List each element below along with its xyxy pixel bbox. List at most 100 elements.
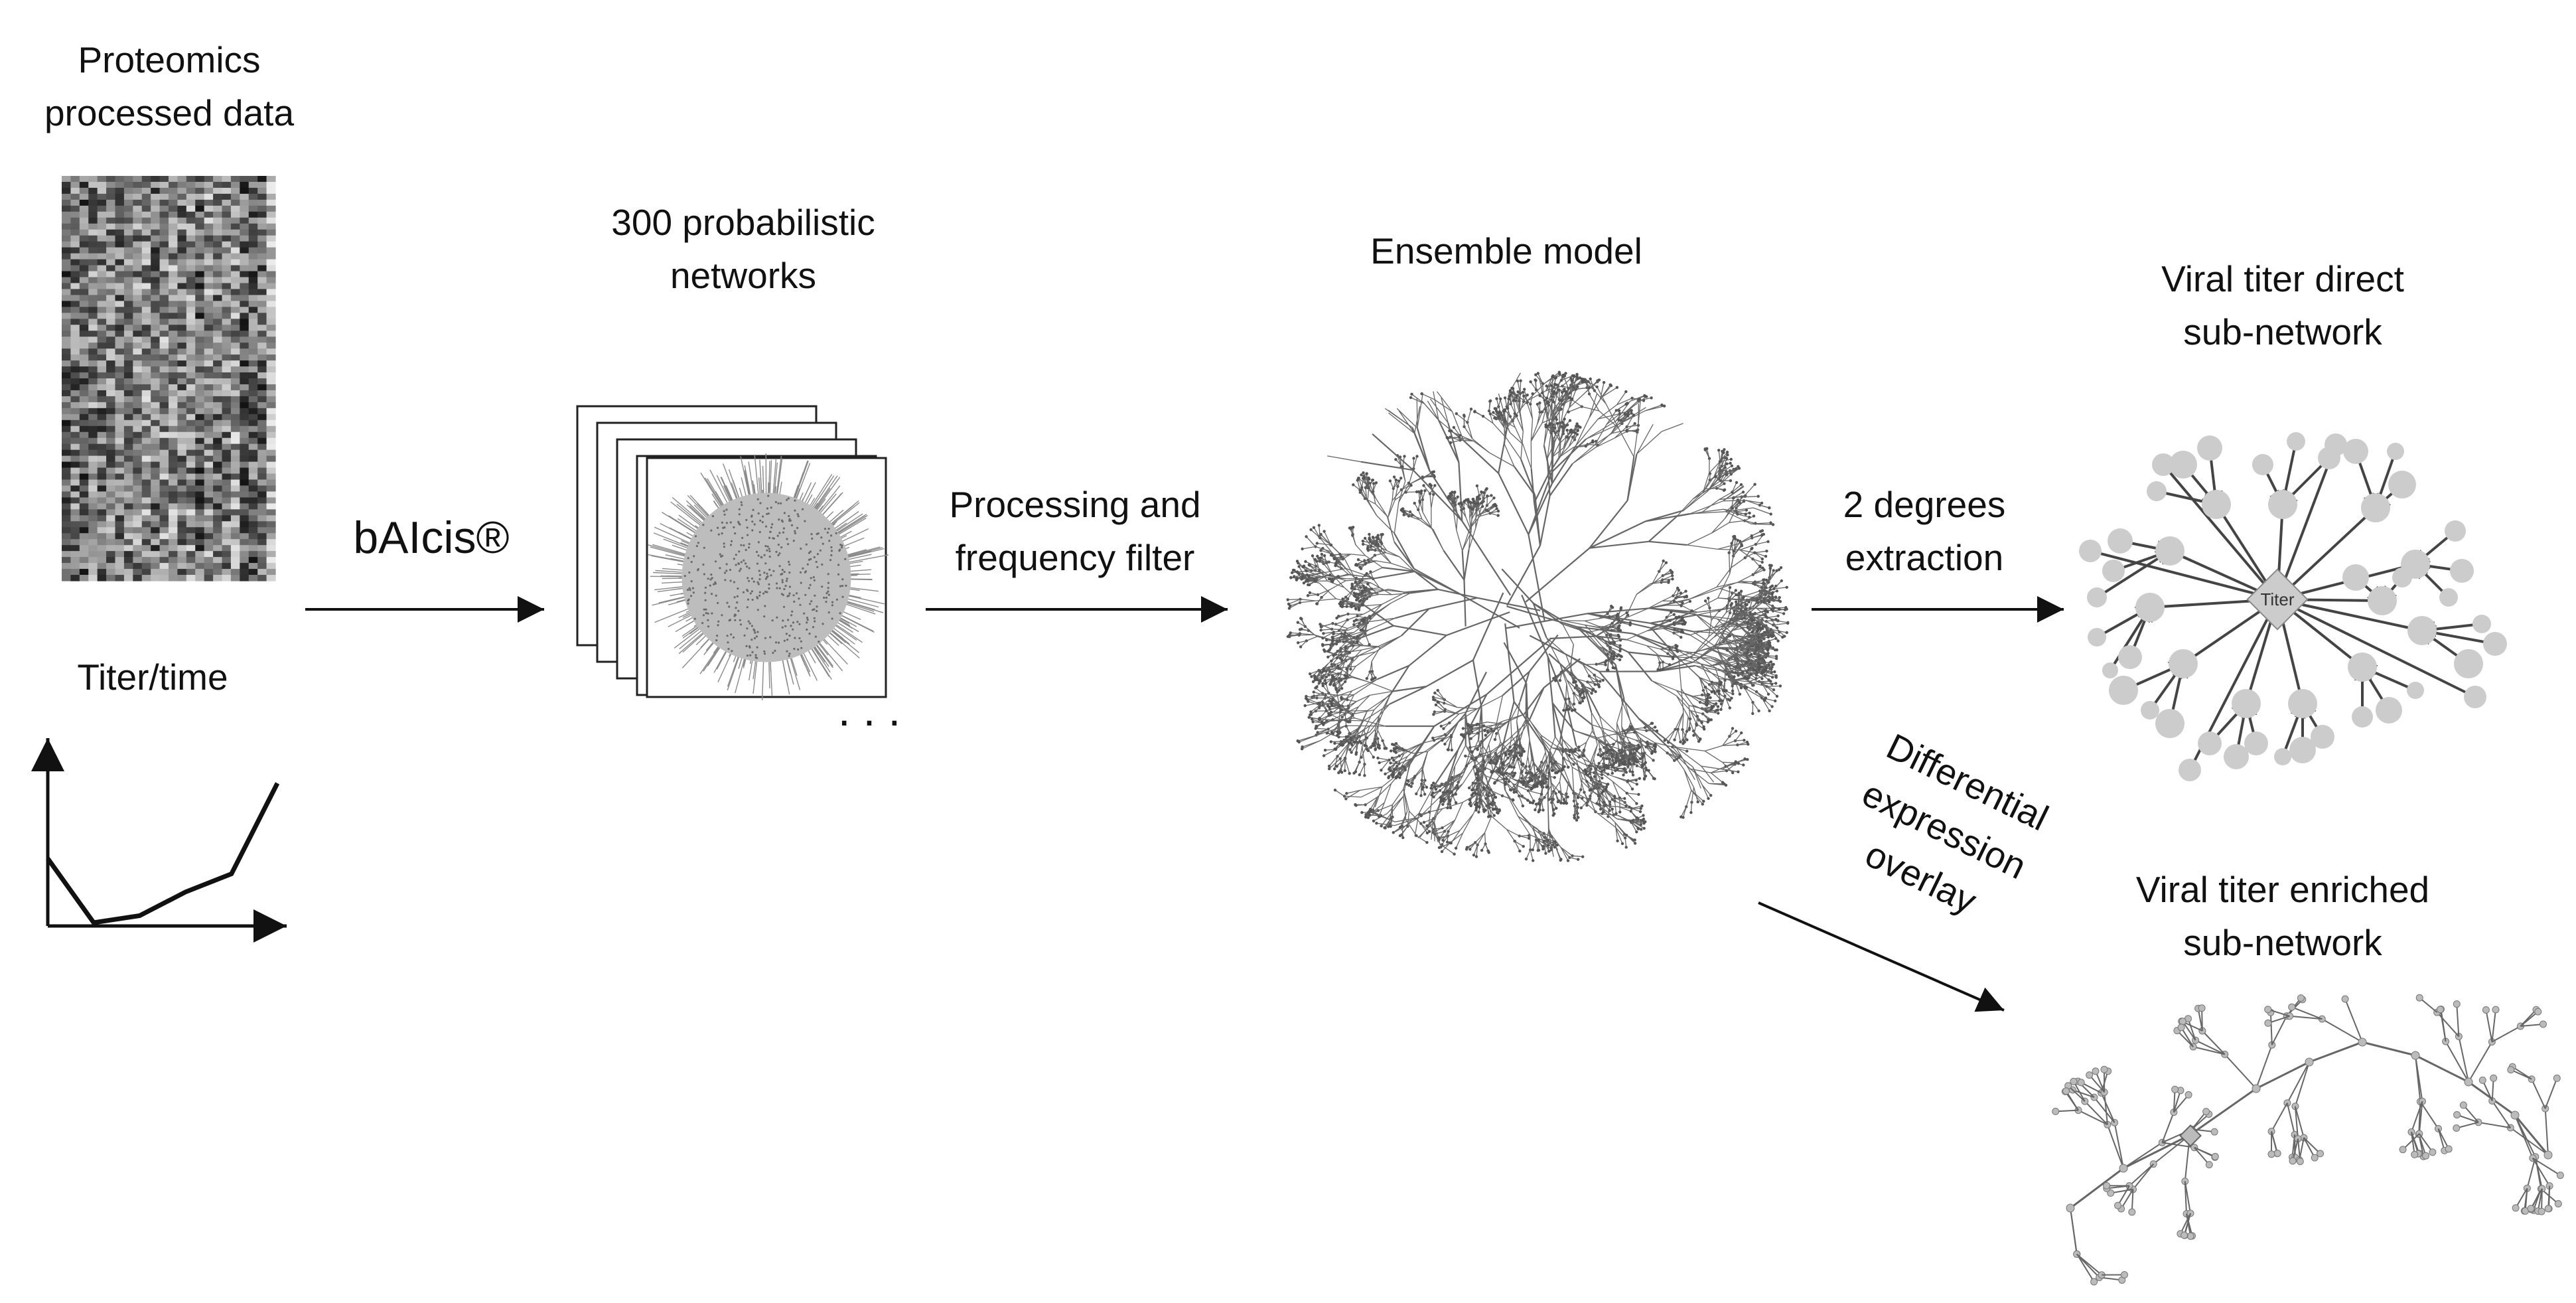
hairball-node: [777, 641, 780, 644]
heatmap-cell: [257, 360, 267, 367]
ensemble-node: [1583, 768, 1587, 772]
hairball-node: [756, 595, 758, 599]
heatmap-cell: [141, 414, 151, 421]
heatmap-cell: [213, 563, 223, 570]
heatmap-cell: [97, 301, 107, 307]
heatmap-cell: [123, 563, 133, 570]
heatmap-cell: [257, 431, 267, 439]
heatmap-cell: [70, 354, 80, 361]
heatmap-cell: [195, 425, 205, 433]
heatmap-cell: [204, 396, 214, 403]
heatmap-cell: [62, 253, 72, 260]
heatmap-cell: [159, 259, 169, 266]
heatmap-cell: [62, 235, 72, 242]
ensemble-node: [1520, 777, 1524, 780]
ensemble-edge: [1735, 670, 1757, 672]
ensemble-node: [1593, 775, 1597, 779]
heatmap-cell: [169, 384, 179, 391]
ensemble-node: [1778, 684, 1782, 688]
ensemble-edge: [1614, 801, 1626, 806]
ensemble-edge: [1676, 746, 1705, 752]
heatmap-cell: [79, 497, 89, 504]
heatmap-cell: [62, 337, 72, 343]
heatmap-cell: [159, 187, 169, 194]
heatmap-cell: [115, 384, 125, 391]
heatmap-cell: [248, 497, 258, 504]
heatmap-cell: [248, 461, 258, 469]
heatmap-cell: [266, 420, 276, 427]
hairball-node: [788, 654, 790, 657]
heatmap-cell: [186, 372, 196, 379]
heatmap-cell: [79, 319, 89, 325]
heatmap-cell: [240, 253, 250, 260]
ensemble-node: [1716, 705, 1720, 708]
heatmap-cell: [177, 289, 187, 296]
heatmap-cell: [151, 176, 161, 183]
hairball-node: [770, 526, 773, 529]
heatmap-cell: [266, 521, 276, 528]
heatmap-cell: [195, 241, 205, 248]
heatmap-cell: [230, 515, 240, 522]
heatmap-cell: [177, 325, 187, 331]
hairball-node: [825, 601, 827, 603]
ensemble-node: [1320, 552, 1324, 556]
ensemble-node: [1731, 692, 1735, 696]
heatmap-cell: [141, 193, 151, 200]
heatmap-cell: [248, 211, 258, 218]
ensemble-node: [1705, 702, 1709, 706]
heatmap-cell: [88, 331, 98, 337]
heatmap-cell: [222, 343, 232, 349]
heatmap-cell: [257, 402, 267, 409]
heatmap-cell: [266, 265, 276, 272]
heatmap-cell: [70, 265, 80, 272]
heatmap-cell: [115, 390, 125, 397]
heatmap-cell: [213, 569, 223, 575]
heatmap-cell: [222, 569, 232, 575]
heatmap-cell: [213, 521, 223, 528]
heatmap-cell: [97, 366, 107, 373]
hairball-node: [768, 587, 770, 590]
heatmap-cell: [62, 301, 72, 307]
ensemble-edge: [1526, 850, 1531, 860]
heatmap-cell: [230, 402, 240, 409]
heatmap-cell: [169, 390, 179, 397]
heatmap-cell: [266, 443, 276, 451]
heatmap-cell: [62, 461, 72, 469]
ensemble-edge: [1629, 761, 1634, 772]
heatmap-cell: [186, 319, 196, 325]
ensemble-node: [1376, 534, 1380, 537]
ensemble-edge: [1593, 744, 1598, 759]
hairball-node: [767, 495, 770, 497]
heatmap-cell: [115, 431, 125, 439]
ensemble-node: [1719, 683, 1722, 686]
ensemble-node: [1559, 801, 1563, 805]
heatmap-cell: [177, 539, 187, 546]
heatmap-cell: [97, 491, 107, 498]
ensemble-node: [1633, 838, 1636, 842]
heatmap-cell: [186, 241, 196, 248]
heatmap-cell: [106, 229, 116, 236]
hairball-node: [764, 577, 767, 580]
heatmap-cell: [123, 259, 133, 266]
heatmap-cell: [177, 443, 187, 451]
heatmap-cell: [62, 325, 72, 331]
heatmap-cell: [88, 307, 98, 313]
heatmap-cell: [195, 337, 205, 343]
hairball-node: [707, 619, 709, 621]
heatmap-cell: [169, 247, 179, 254]
heatmap-cell: [106, 425, 116, 433]
heatmap-cell: [195, 366, 205, 373]
hairball-node: [768, 550, 771, 553]
heatmap-cell: [248, 187, 258, 194]
heatmap-cell: [266, 372, 276, 379]
ensemble-node: [1366, 816, 1370, 819]
heatmap-cell: [204, 539, 214, 546]
heatmap-cell: [195, 378, 205, 385]
heatmap-cell: [115, 575, 125, 581]
heatmap-cell: [222, 390, 232, 397]
heatmap-cell: [97, 449, 107, 457]
hairball-node: [780, 546, 783, 549]
heatmap-cell: [79, 229, 89, 236]
heatmap-cell: [123, 223, 133, 230]
heatmap-cell: [97, 205, 107, 212]
